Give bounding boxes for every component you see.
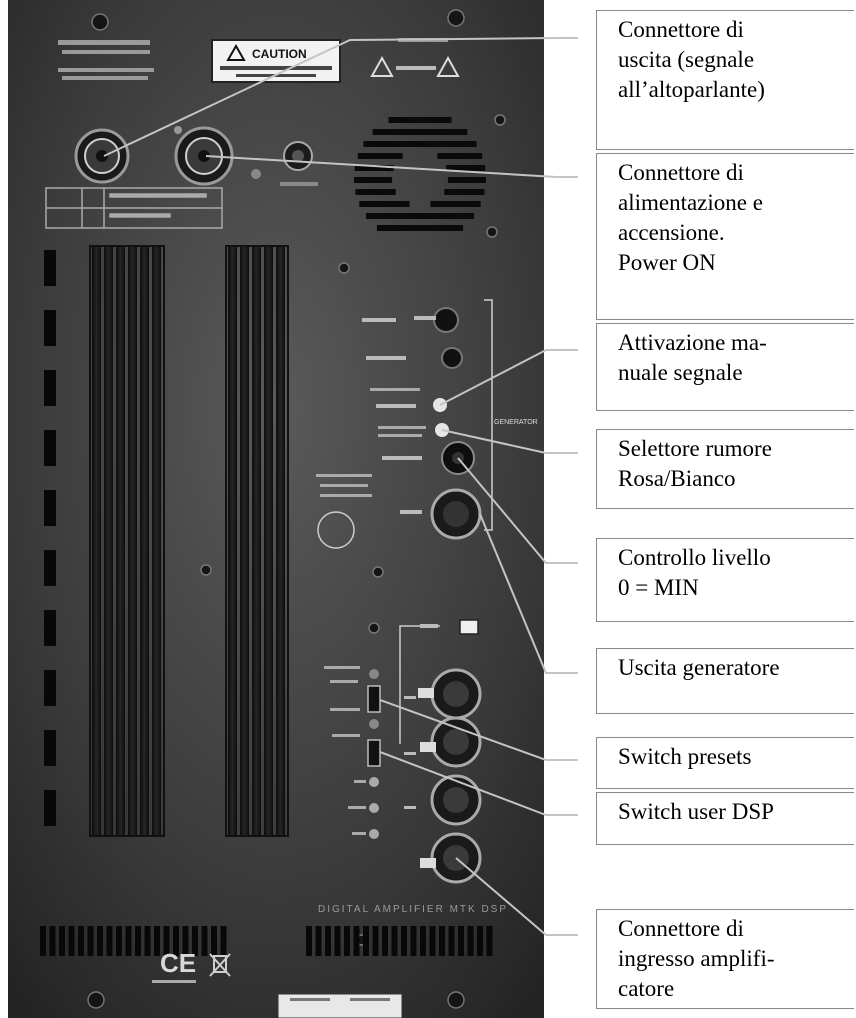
heatsink-fins: [89, 245, 289, 837]
side-slots: [44, 250, 56, 826]
callout-amp-input: Connettore di ingresso amplifi- catore: [596, 909, 854, 1009]
manual-signal-button: [433, 398, 447, 412]
callout-level-control: Controllo livello 0 = MIN: [596, 538, 854, 622]
callout-power-connector: Connettore di alimentazione e accensione…: [596, 153, 854, 320]
preset-switches: [324, 666, 381, 839]
callout-switch-dsp: Switch user DSP: [596, 792, 854, 845]
callout-noise-selector: Selettore rumore Rosa/Bianco: [596, 429, 854, 509]
callout-switch-presets: Switch presets: [596, 737, 854, 789]
noise-selector-button: [435, 423, 449, 437]
callout-output-connector: Connettore di uscita (segnale all’altopa…: [596, 10, 854, 150]
caution-label: CAUTION: [252, 47, 307, 61]
switch-presets: [367, 685, 381, 713]
generator-label: GENERATOR: [494, 419, 538, 426]
bottom-vents: [40, 926, 493, 956]
speaker-output-connector: [74, 128, 130, 184]
callout-manual-signal: Attivazione ma- nuale segnale: [596, 323, 854, 411]
serial-label: [277, 993, 403, 1018]
ce-mark: CE: [160, 948, 196, 978]
callout-generator-output: Uscita generatore: [596, 648, 854, 714]
caution-sticker: CAUTION: [211, 39, 341, 83]
weee-bin-icon: [209, 953, 231, 977]
model-label: DIGITAL AMPLIFIER MTK DSP: [318, 904, 508, 915]
switch-user-dsp: [367, 739, 381, 767]
spec-label-table: [45, 187, 223, 229]
amplifier-back-panel: CAUTION GENE: [8, 0, 544, 1018]
